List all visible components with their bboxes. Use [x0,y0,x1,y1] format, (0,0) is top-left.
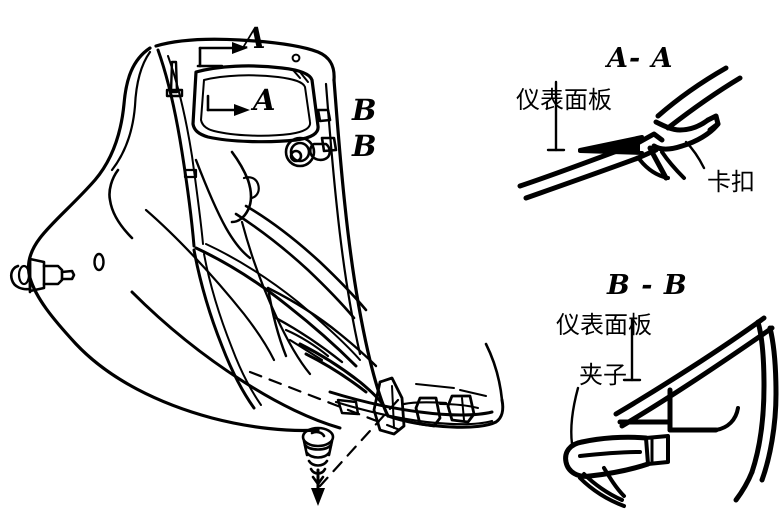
section-marker-b-upper: B [352,93,377,127]
label-snap-clip: 卡扣 [707,168,755,196]
label-instrument-panel-b: 仪表面板 [556,311,652,339]
section-b-b-title: B - B [607,270,688,301]
section-marker-a-top: A [243,21,266,55]
section-b-b-drawing [563,315,779,508]
section-a-a-title: A- A [607,43,674,74]
section-a-a-drawing [517,65,743,201]
label-clip: 夹子 [579,361,627,389]
section-marker-a-inner: A [253,83,276,117]
label-instrument-panel-a: 仪表面板 [516,86,612,114]
section-marker-b-lower: B [352,129,377,163]
